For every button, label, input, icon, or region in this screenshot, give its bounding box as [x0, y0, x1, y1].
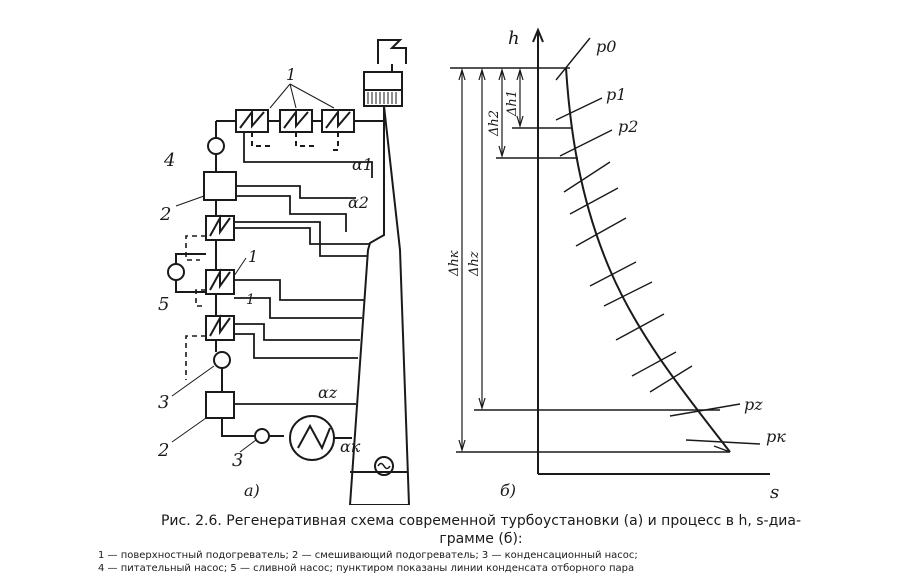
- scheme-panel: [167, 39, 411, 505]
- boiler: [363, 39, 407, 107]
- isobar-pk-label: pк: [766, 427, 786, 446]
- isobar-p1-label: p1: [606, 85, 626, 104]
- scheme-labels: 1 4 2 1 1 5 3 2 3 α1 α2 αz αк а): [157, 65, 373, 500]
- interval-dhk-label: Δhк: [447, 250, 462, 277]
- expansion-line: [565, 67, 731, 453]
- callout-condensate-pump-mid: 3: [158, 392, 169, 413]
- mixing-heater-top: [203, 171, 237, 201]
- callout-condensate-pump-bottom: 3: [232, 450, 243, 471]
- panel-label-b: б): [500, 481, 516, 500]
- feed-pump: [207, 137, 225, 155]
- mixing-heater-bottom: [205, 391, 235, 419]
- condensate-pump-bottom: [254, 428, 270, 444]
- caption-title-line2: грамме (б):: [439, 531, 523, 547]
- isobar-p2-label: p2: [618, 117, 638, 136]
- label-alpha2: α2: [348, 193, 369, 212]
- drain-pump: [167, 263, 185, 281]
- generator: [374, 456, 394, 476]
- s-axis-label: s: [770, 482, 779, 503]
- isobar-pz-label: pz: [744, 395, 763, 414]
- condensate-pump-mid: [213, 351, 231, 369]
- interval-dhz-label: Δhz: [467, 251, 482, 277]
- label-alphaz: αz: [318, 383, 338, 402]
- caption-title-line1: Рис. 2.6. Регенеративная схема современн…: [160, 513, 801, 529]
- label-alpha1: α1: [352, 155, 373, 174]
- isobar-p0-label: p0: [596, 37, 616, 56]
- interval-dh2-label: Δh2: [487, 110, 502, 137]
- hs-labels: h s p0 p1 p2 pz pк Δh1 Δh2 Δhz Δhк б): [447, 28, 786, 503]
- callout-mixing-heater-top: 2: [159, 204, 171, 225]
- lp-heaters: [205, 214, 235, 352]
- label-alphak: αк: [340, 437, 361, 456]
- panel-label-a: а): [244, 481, 260, 500]
- hp-heaters: [216, 109, 384, 151]
- callout-feed-pump: 4: [163, 150, 175, 171]
- figure-caption-legend: 1 — поверхностный подогреватель; 2 — сме…: [98, 549, 878, 575]
- condenser: [289, 415, 335, 461]
- callout-surface-heater-low: 1: [246, 292, 255, 308]
- caption-legend-line2: 4 — питательный насос; 5 — сливной насос…: [98, 563, 635, 574]
- callout-mixing-heater-bottom: 2: [157, 440, 169, 461]
- callout-surface-heater-mid: 1: [248, 247, 258, 266]
- regenerative-scheme-figure: 1 4 2 1 1 5 3 2 3 α1 α2 αz αк а): [157, 27, 786, 505]
- callout-surface-heaters: 1: [286, 65, 296, 84]
- h-axis-label: h: [508, 28, 520, 49]
- hs-diagram: [450, 27, 770, 475]
- turbine-casing: [348, 105, 411, 505]
- caption-legend-line1: 1 — поверхностный подогреватель; 2 — сме…: [98, 550, 638, 561]
- callout-drain-pump: 5: [158, 294, 169, 315]
- figure-caption-title: Рис. 2.6. Регенеративная схема современн…: [96, 512, 866, 548]
- interval-dh1-label: Δh1: [505, 90, 520, 117]
